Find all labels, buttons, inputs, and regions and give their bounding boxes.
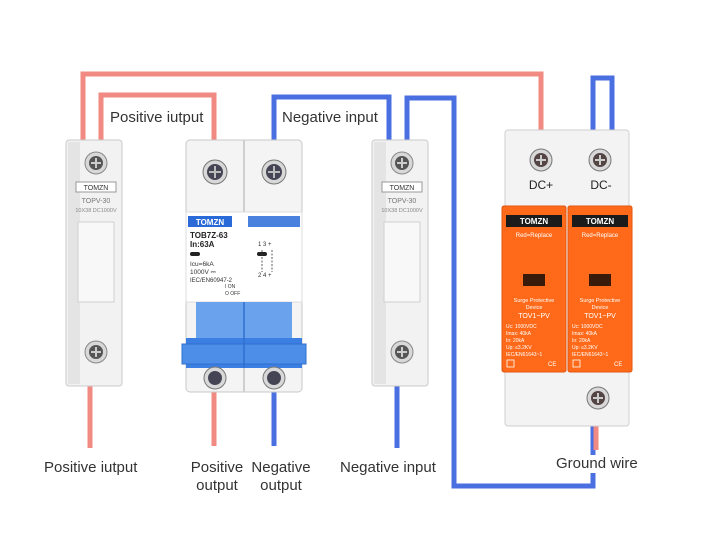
breaker-voltage: 1000V ⎓	[190, 269, 216, 276]
spd-module-brand: TOMZN	[586, 217, 615, 226]
fuse-holder-rating: 10X38 DC1000V	[75, 208, 117, 214]
breaker-terminals-top: 1 3 +	[258, 242, 272, 248]
fuse-holder-brand: TOMZN	[390, 185, 415, 192]
spd-dc-plus-label: DC+	[529, 178, 553, 192]
spd-module-up: Up: ≤3.2KV	[506, 345, 532, 351]
spd-module-up: Up: ≤3.2KV	[572, 345, 598, 351]
spd-module-2[interactable]: TOMZN Red=Replace Surge Protective Devic…	[567, 205, 633, 373]
spd-module-in: In: 20kA	[506, 338, 525, 344]
breaker-terminals-bottom: 2 4 +	[258, 273, 272, 279]
dc-circuit-breaker: TOMZN TOB7Z-63 In:63A Icu=6kA 1000V ⎓ IE…	[181, 139, 307, 393]
fuse-holder-right: TOMZN TOPV-30 10X38 DC1000V	[371, 139, 429, 387]
spd-module-desc2: Device	[592, 305, 609, 311]
breaker-current: In:63A	[190, 240, 215, 249]
spd-module-sub: Red=Replace	[516, 233, 553, 239]
breaker-model: TOB7Z-63	[190, 231, 228, 240]
spd-module-1[interactable]: TOMZN Red=Replace Surge Protective Devic…	[501, 205, 567, 373]
spd-module-std: IEC/EN61643~1	[506, 352, 542, 358]
spd-module-imax: Imax: 40kA	[572, 331, 598, 337]
label-ground-wire: Ground wire	[556, 455, 638, 473]
fuse-holder-rating: 10X38 DC1000V	[381, 208, 423, 214]
breaker-on-text: I ON	[225, 284, 236, 290]
spd-module-sub: Red=Replace	[582, 233, 619, 239]
breaker-brand: TOMZN	[196, 218, 225, 227]
spd-module-model: TOV1~PV	[584, 313, 616, 320]
spd-dc-minus-label: DC-	[590, 178, 611, 192]
fuse-holder-left: TOMZN TOPV-30 10X38 DC1000V	[65, 139, 123, 387]
breaker-standard: IEC/EN60947-2	[190, 278, 233, 284]
fuse-holder-model: TOPV-30	[82, 198, 111, 205]
positive-wire-to-breaker	[98, 92, 217, 150]
label-top-positive: Positive iutput	[110, 109, 204, 127]
breaker-off-text: O OFF	[225, 291, 240, 297]
breaker-icu: Icu=6kA	[190, 261, 214, 268]
spd-module-desc1: Surge Protective	[580, 298, 621, 304]
label-positive-output: Positive output	[188, 459, 246, 495]
negative-wire-from-breaker	[271, 94, 392, 150]
fuse-holder-brand: TOMZN	[84, 185, 109, 192]
label-top-negative: Negative input	[282, 109, 378, 127]
spd-module-uc: Uc: 1000VDC	[506, 324, 537, 330]
surge-protective-device: DC+ DC- TOMZN Red=Replace Surge Protecti…	[501, 129, 633, 427]
label-bottom-positive-input: Positive iutput	[44, 459, 138, 477]
label-bottom-negative-input: Negative input	[340, 459, 436, 477]
spd-module-brand: TOMZN	[520, 217, 549, 226]
ce-mark-icon: CE	[548, 362, 556, 368]
spd-indicator-window	[589, 274, 611, 286]
spd-module-desc2: Device	[526, 305, 543, 311]
spd-indicator-window	[523, 274, 545, 286]
spd-module-in: In: 20kA	[572, 338, 591, 344]
label-negative-output: Negative output	[248, 459, 314, 495]
spd-module-imax: Imax: 40kA	[506, 331, 532, 337]
ce-mark-icon: CE	[614, 362, 622, 368]
spd-module-uc: Uc: 1000VDC	[572, 324, 603, 330]
fuse-holder-model: TOPV-30	[388, 198, 417, 205]
spd-module-std: IEC/EN61643~1	[572, 352, 608, 358]
spd-module-model: TOV1~PV	[518, 313, 550, 320]
negative-wire-to-spd	[404, 75, 615, 489]
positive-wire-top	[80, 71, 544, 142]
spd-module-desc1: Surge Protective	[514, 298, 555, 304]
